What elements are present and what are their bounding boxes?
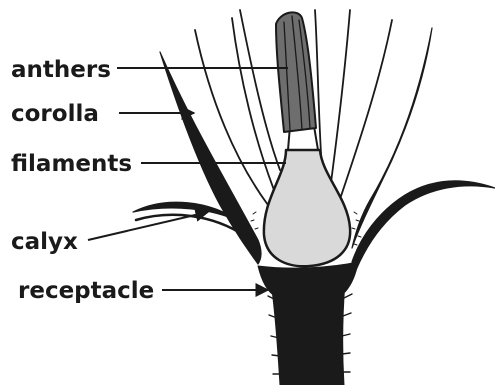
flower-illustration	[133, 10, 495, 385]
stem	[272, 282, 345, 385]
label-corolla: corolla	[11, 101, 99, 127]
label-filaments: filaments	[11, 151, 132, 177]
calyx-left-sepal	[160, 52, 261, 264]
label-anthers: anthers	[11, 57, 111, 83]
label-calyx: calyx	[11, 229, 78, 255]
ovary	[264, 150, 350, 266]
anthers	[276, 12, 316, 132]
label-receptacle: receptacle	[18, 278, 154, 304]
